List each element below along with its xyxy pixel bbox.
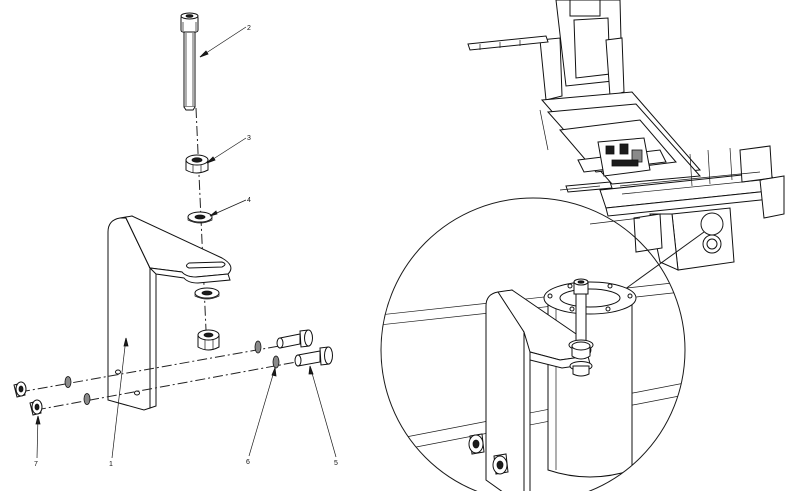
lock-washer-upper-left	[64, 376, 72, 388]
callout-6: 6	[246, 459, 250, 466]
chassis-isometric-view	[467, 0, 785, 271]
long-bolt	[180, 12, 199, 111]
detail-view	[380, 197, 686, 491]
upper-horizontal-centerline	[19, 342, 297, 393]
hex-nut-lower	[197, 329, 220, 351]
exploded-view: 2 3 4 5 6 1 7	[13, 12, 338, 468]
callout-2: 2	[247, 25, 251, 32]
lock-washer-lower-right	[272, 355, 280, 369]
hex-nut-upper	[185, 154, 209, 174]
short-bolt-upper	[276, 329, 313, 349]
lower-horizontal-centerline	[35, 357, 319, 411]
detail-marker-circle	[700, 212, 724, 236]
callout-4: 4	[247, 197, 251, 204]
callout-7: 7	[34, 461, 38, 468]
leader-lines	[35, 26, 337, 459]
callout-3: 3	[247, 135, 251, 142]
hex-nut-left-upper	[13, 381, 27, 398]
washer-upper	[187, 211, 213, 224]
short-bolt-lower	[294, 346, 333, 367]
lock-washer-upper-right	[254, 340, 262, 354]
callout-1: 1	[109, 461, 113, 468]
callout-5: 5	[334, 460, 338, 467]
lock-washer-lower-left	[83, 393, 91, 405]
detail-circle-border	[380, 197, 686, 491]
bracket	[107, 215, 232, 411]
washer-lower	[194, 287, 220, 300]
hex-nut-left-lower	[29, 399, 43, 416]
